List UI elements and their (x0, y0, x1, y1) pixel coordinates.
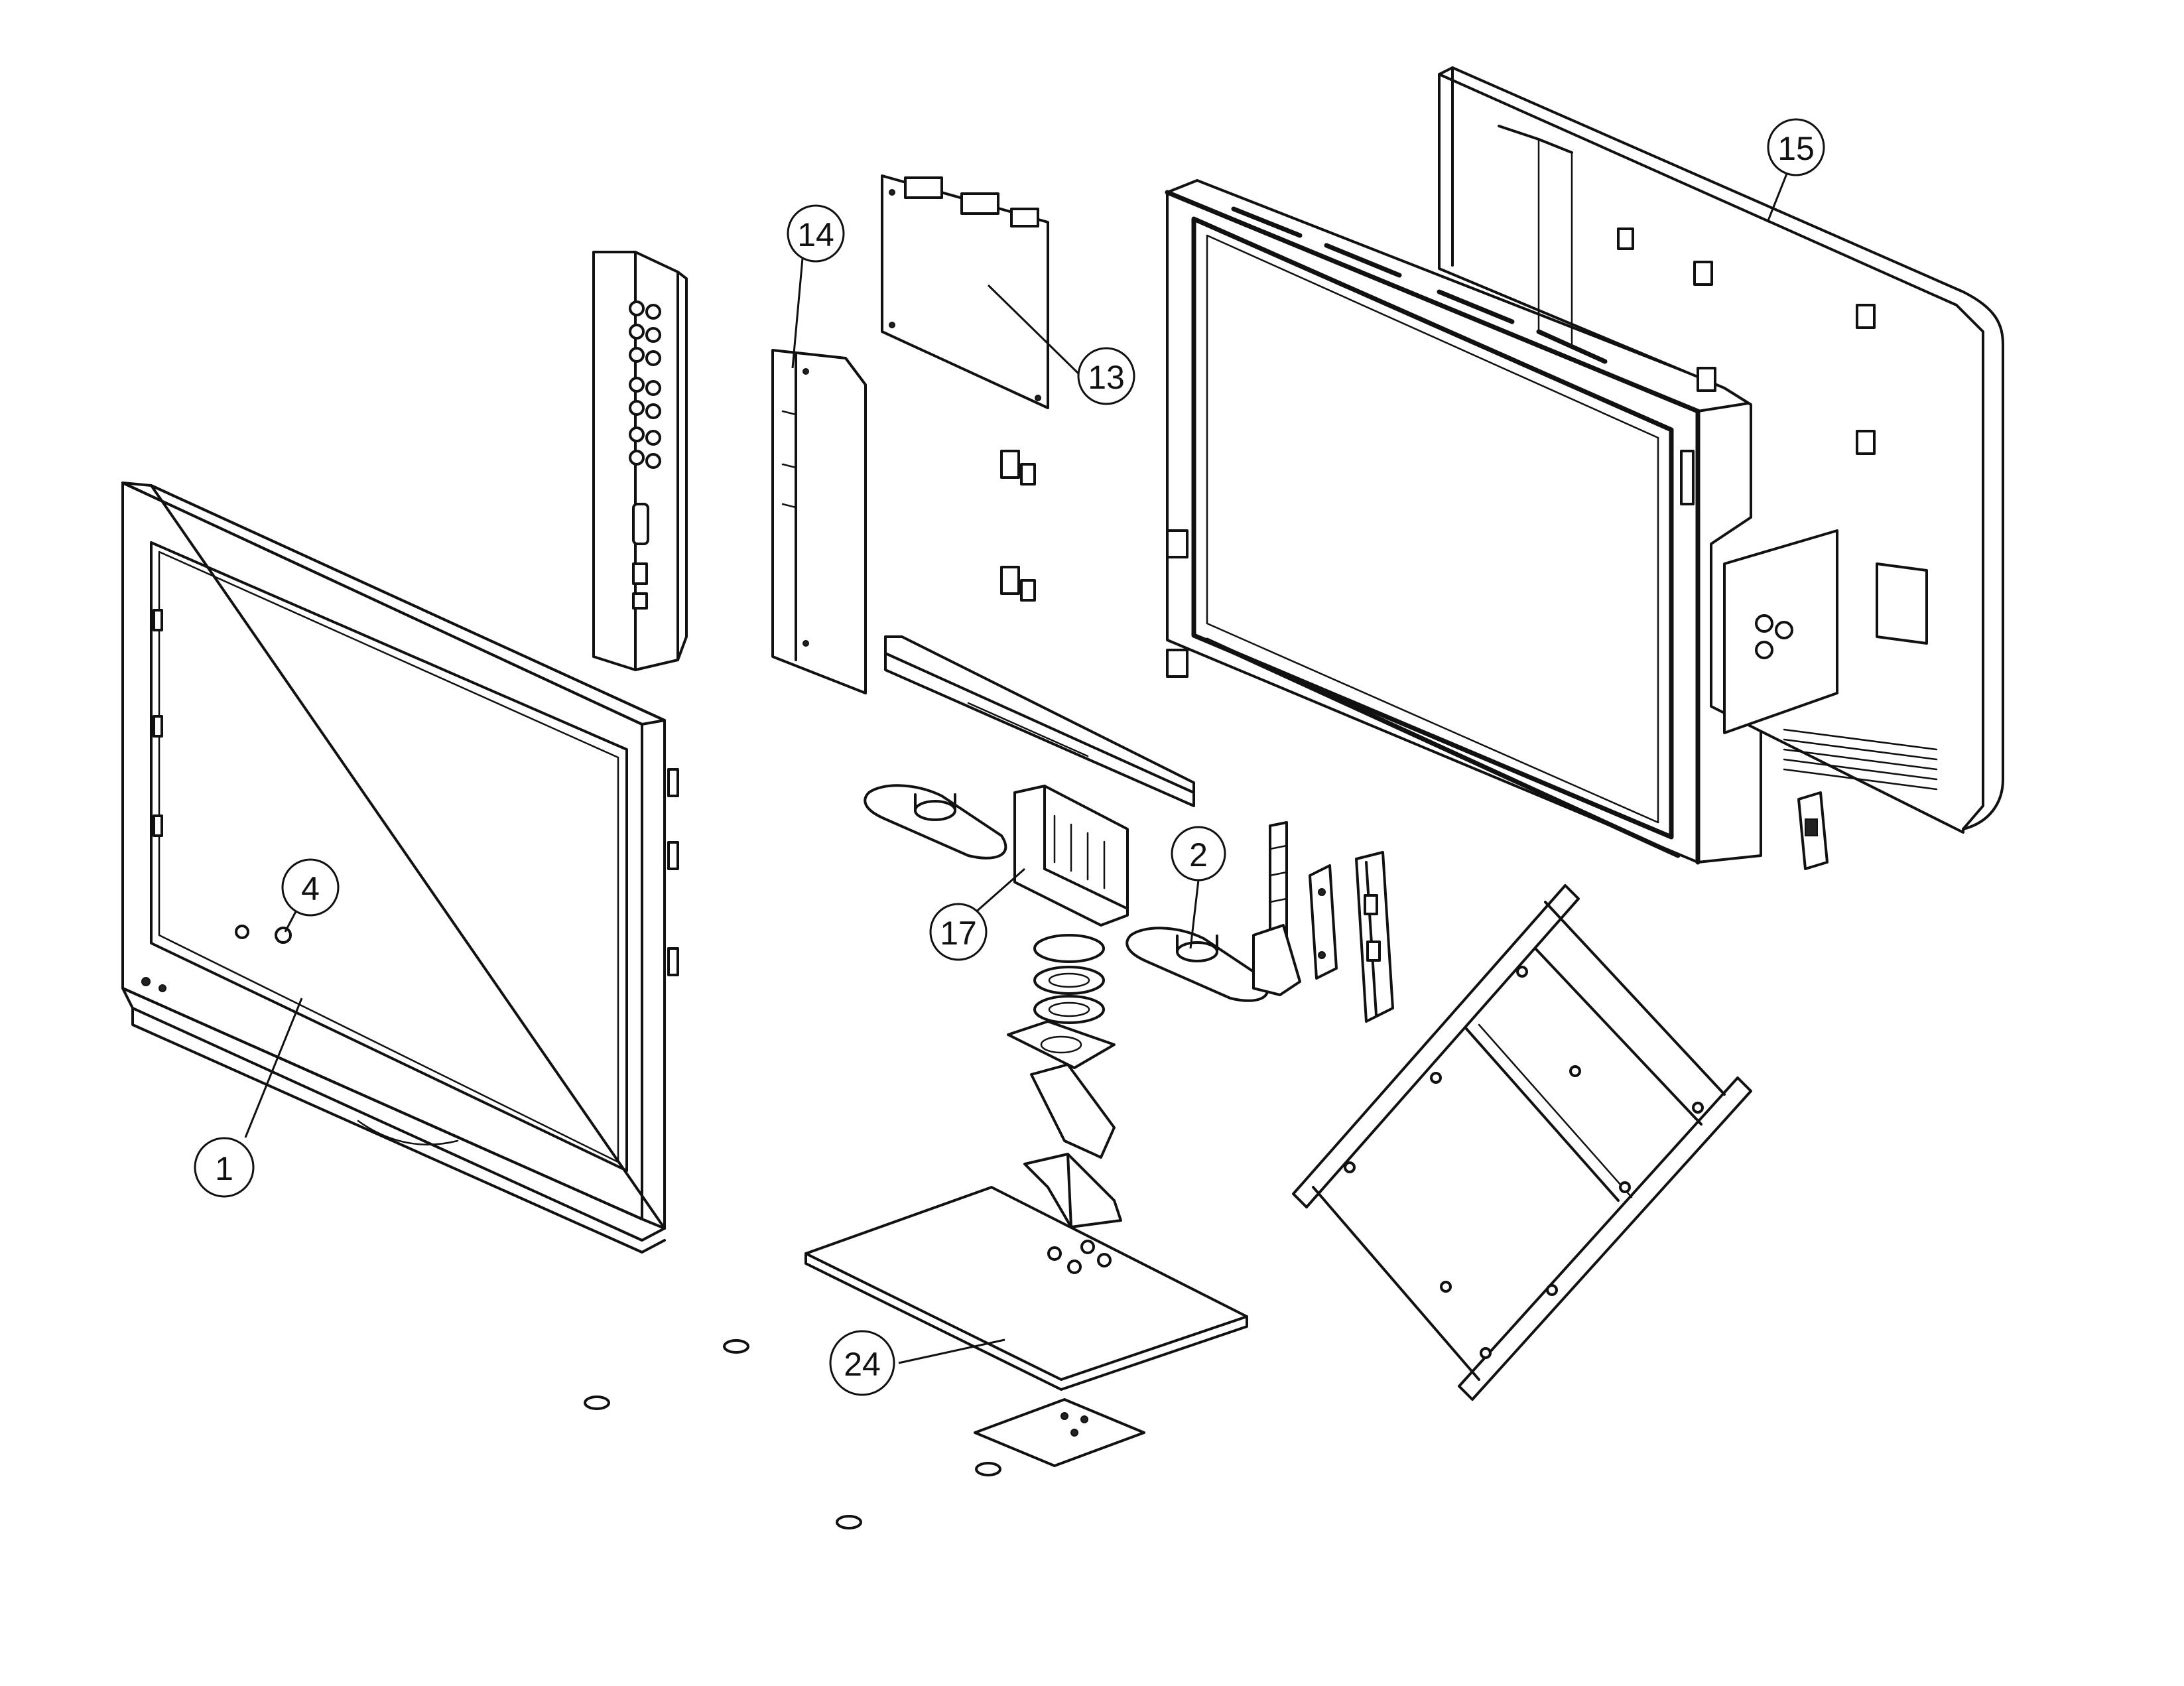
callout-1-label: 1 (215, 1150, 233, 1187)
power-board (771, 349, 867, 694)
callout-13-label: 13 (1088, 359, 1125, 396)
main-board (881, 174, 1049, 409)
callout-14-label: 14 (797, 216, 834, 253)
callout-2-label: 2 (1189, 836, 1208, 874)
callout-24: 24 (829, 1330, 895, 1396)
callout-17: 17 (929, 903, 988, 961)
callout-17-label: 17 (940, 915, 977, 952)
callout-2: 2 (1171, 826, 1226, 881)
callout-4-label: 4 (301, 870, 320, 907)
callout-15-label: 15 (1777, 130, 1815, 167)
support-rail (884, 635, 1195, 807)
swivel-bracket (1013, 785, 1129, 927)
input-jack-panel (592, 251, 688, 671)
leader-lines (244, 166, 1791, 1364)
cable-clip (1797, 791, 1829, 870)
base-cover-plate (974, 1398, 1145, 1467)
callout-13: 13 (1077, 347, 1135, 405)
back-cover (1438, 66, 2004, 834)
rubber-feet (584, 1339, 1001, 1529)
callout-14: 14 (787, 204, 845, 263)
speaker-right (1125, 927, 1269, 1002)
speaker-left (864, 784, 1007, 860)
callout-1: 1 (194, 1137, 255, 1198)
wall-mount-frame (1292, 884, 1752, 1401)
button-part-4 (235, 925, 292, 944)
callout-15: 15 (1767, 118, 1825, 176)
stand-base (804, 1186, 1248, 1391)
callout-4: 4 (281, 858, 340, 917)
lcd-panel (1165, 179, 1762, 865)
side-key-board (1252, 821, 1394, 1023)
board-clips (1000, 450, 1036, 602)
front-bezel (121, 482, 679, 1254)
stand-neck (1023, 1063, 1122, 1228)
callout-24-label: 24 (844, 1346, 881, 1383)
swivel-discs (1007, 934, 1116, 1069)
